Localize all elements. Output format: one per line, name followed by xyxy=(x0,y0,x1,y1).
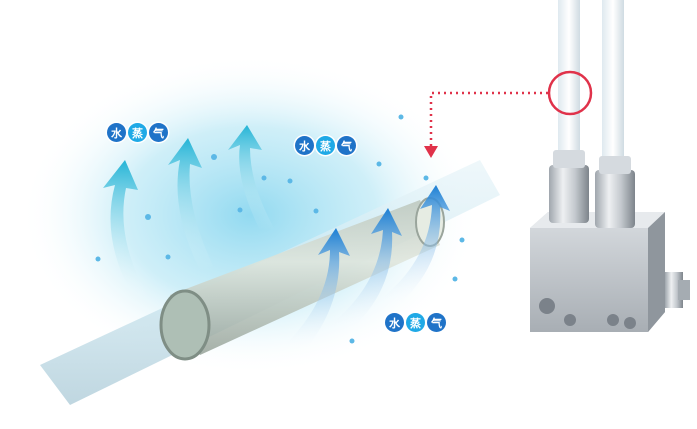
steam-label-char: 蒸 xyxy=(128,123,147,142)
steam-label-char: 气 xyxy=(427,313,446,332)
steam-arrow-icon xyxy=(103,160,150,300)
glass-sleeve xyxy=(159,197,445,361)
steam-label-char: 蒸 xyxy=(406,313,425,332)
steam-arrow-icon xyxy=(168,138,215,270)
steam-label-char: 气 xyxy=(149,123,168,142)
steam-arrow-icon xyxy=(228,125,275,230)
steam-label-char: 水 xyxy=(295,136,314,155)
droplets xyxy=(95,114,465,344)
indicator-circle-icon xyxy=(424,70,593,158)
steam-label-char: 水 xyxy=(107,123,126,142)
steam-arrows xyxy=(103,125,450,350)
steam-label: 水 蒸 气 xyxy=(295,136,356,155)
valve-fitting-icon xyxy=(530,0,690,332)
steam-label: 水 蒸 气 xyxy=(385,313,446,332)
steam-label-char: 气 xyxy=(337,136,356,155)
steam-arrow-icon xyxy=(330,208,402,330)
steam-arrow-icon xyxy=(285,228,350,350)
steam-label-char: 水 xyxy=(385,313,404,332)
steam-label: 水 蒸 气 xyxy=(107,123,168,142)
steam-arrow-icon xyxy=(380,185,450,305)
steam-label-char: 蒸 xyxy=(316,136,335,155)
